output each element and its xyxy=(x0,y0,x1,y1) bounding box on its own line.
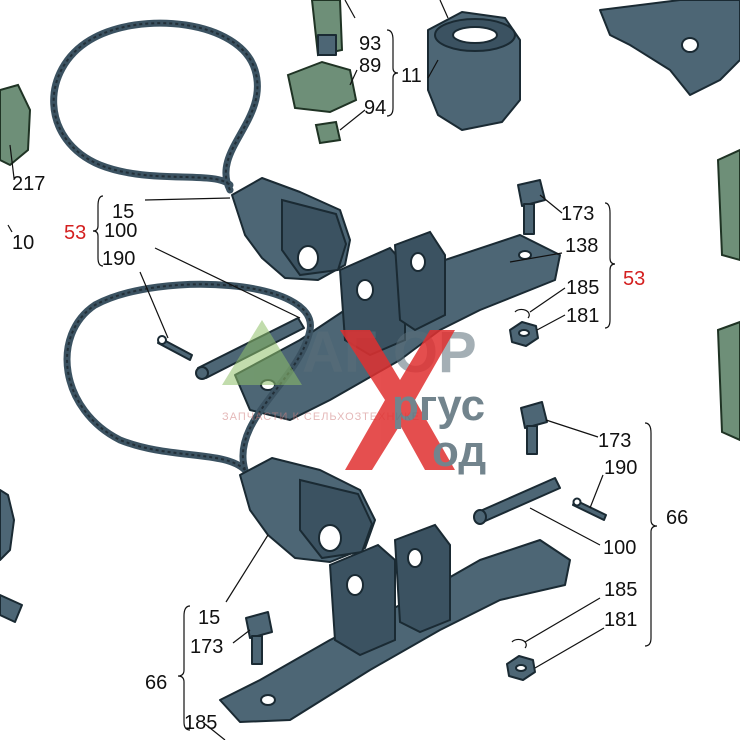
callout-185-bottom: 185 xyxy=(184,712,217,734)
watermark-green-triangle xyxy=(222,320,302,385)
callout-100-mid: 100 xyxy=(603,537,636,559)
part-93-handle xyxy=(310,0,344,57)
bolt-173-mid xyxy=(520,401,548,455)
callout-181-mid: 181 xyxy=(604,609,637,631)
part-11-castle-nut xyxy=(427,11,521,131)
group-braces xyxy=(92,29,658,731)
watermark-x-mark xyxy=(340,330,455,470)
callout-94: 94 xyxy=(364,97,386,119)
part-89-block xyxy=(286,60,358,114)
callout-89: 89 xyxy=(359,55,381,77)
bolt-173-top xyxy=(517,179,546,235)
assembly-top-right xyxy=(599,0,740,96)
callout-15-top: 15 xyxy=(112,201,134,223)
callout-15-bottom: 15 xyxy=(198,607,220,629)
watermark-logo: ргус од xyxy=(340,330,486,476)
callout-138: 138 xyxy=(565,235,598,257)
nut-181-top xyxy=(509,321,539,347)
bracket-138 xyxy=(234,230,561,421)
callout-173-mid: 173 xyxy=(598,430,631,452)
eye-fitting-bottom xyxy=(239,457,376,563)
callout-173-bottom: 173 xyxy=(190,636,223,658)
callout-53-left: 53 xyxy=(64,222,86,244)
callout-100-top: 100 xyxy=(104,220,137,242)
callout-181-top: 181 xyxy=(566,305,599,327)
cotter-pin-190-mid xyxy=(572,497,607,521)
callouts: 93 89 11 94 217 10 53 15 100 190 173 138… xyxy=(12,33,688,734)
watermark-line2: ргус xyxy=(392,381,485,430)
callout-217: 217 xyxy=(12,173,45,195)
washer-185-bottom xyxy=(511,638,527,649)
callout-66-right: 66 xyxy=(666,507,688,529)
green-cylinder-lower xyxy=(716,320,740,442)
callout-190-mid: 190 xyxy=(604,457,637,479)
cotter-pin-190-top xyxy=(157,335,193,361)
pin-100-mid xyxy=(473,477,561,525)
bracket-bottom xyxy=(219,523,571,723)
bolt-173-bottom xyxy=(245,611,273,665)
nut-181-bottom xyxy=(506,655,536,681)
green-cylinder-upper xyxy=(716,148,740,262)
watermark-tagline: ЗАПЧАСТИ К СЕЛЬХОЗТЕХНИКЕ xyxy=(222,411,420,423)
callout-11: 11 xyxy=(401,65,422,87)
left-part-lower xyxy=(0,489,23,623)
callout-173-top: 173 xyxy=(561,203,594,225)
cable-loop-top xyxy=(50,19,261,194)
callout-53-right: 53 xyxy=(623,268,645,290)
eye-fitting-top xyxy=(231,177,351,281)
part-94-clip xyxy=(314,120,342,145)
callout-93: 93 xyxy=(359,33,381,55)
leader-lines xyxy=(7,0,605,740)
watermark-line3: од xyxy=(432,427,486,476)
left-part-217 xyxy=(0,83,32,167)
callout-185-mid: 185 xyxy=(604,579,637,601)
callout-10: 10 xyxy=(12,232,34,254)
callout-66-left: 66 xyxy=(145,672,167,694)
callout-190-top: 190 xyxy=(102,248,135,270)
callout-185-top: 185 xyxy=(566,277,599,299)
washer-185-top xyxy=(514,308,530,319)
